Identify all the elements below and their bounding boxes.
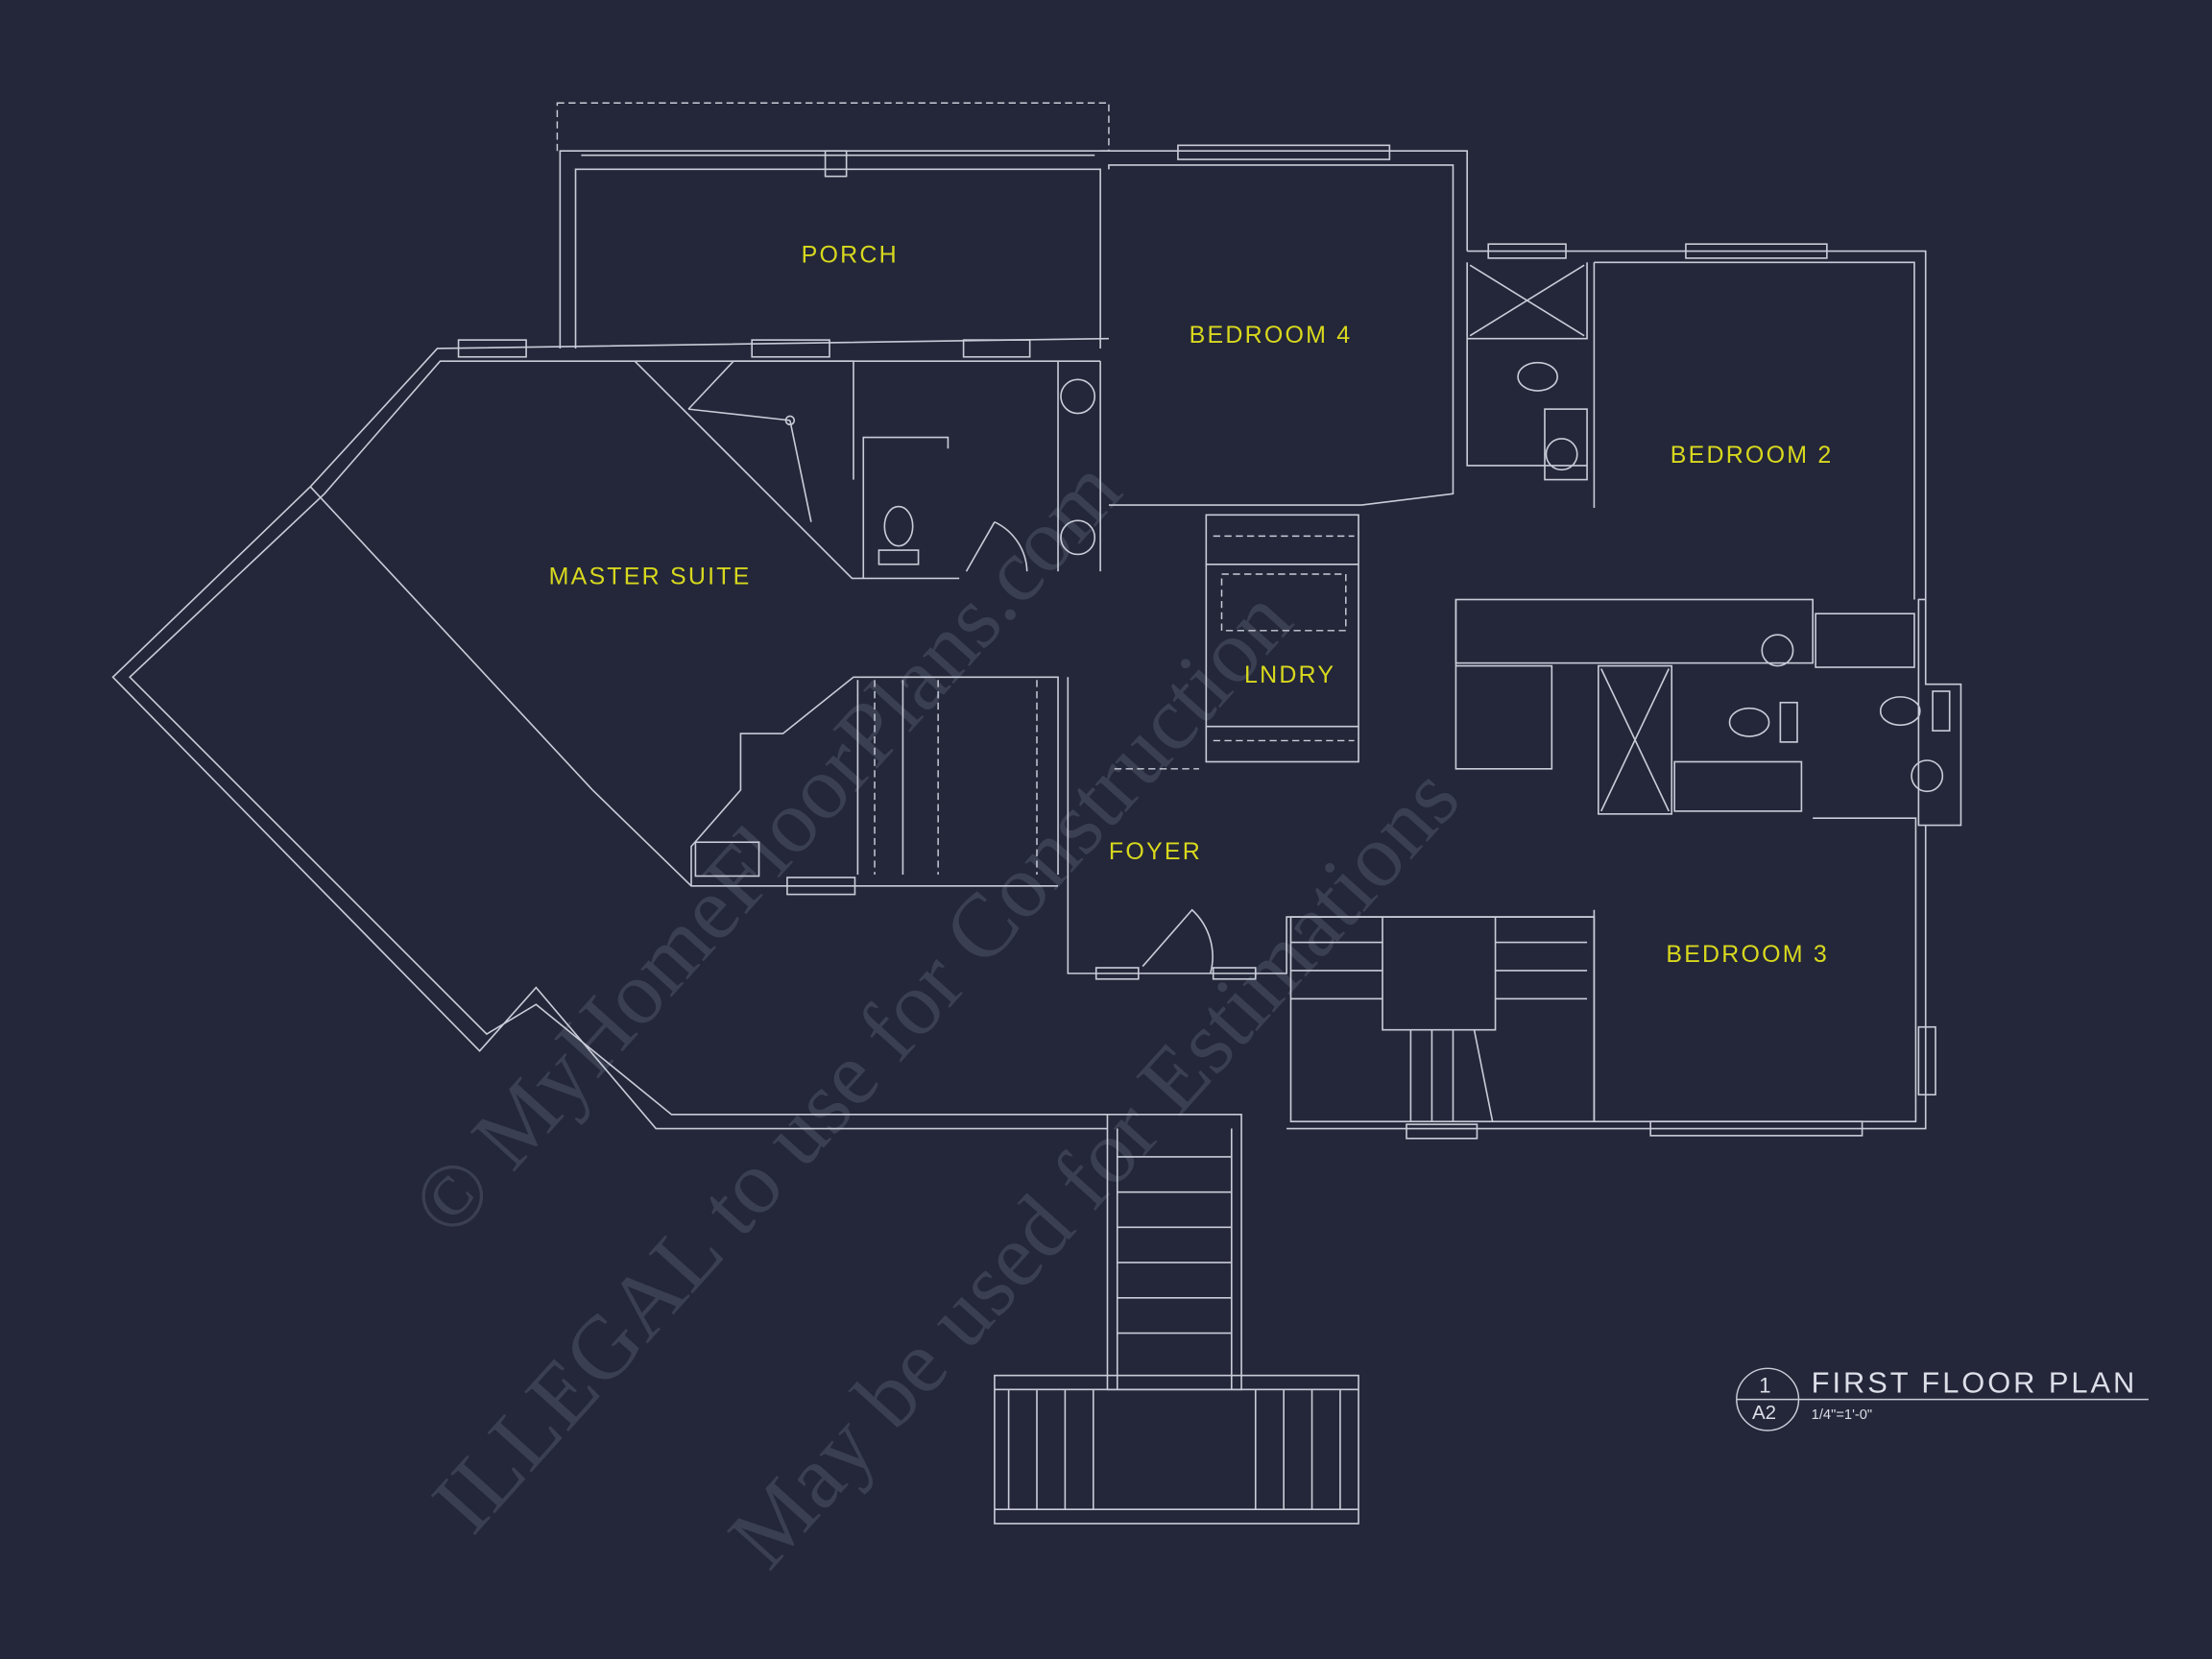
title-block: 1 A2 FIRST FLOOR PLAN 1/4"=1'-0" xyxy=(1736,1365,2149,1431)
room-label-laundry: LNDRY xyxy=(1244,661,1335,688)
room-label-porch: PORCH xyxy=(802,241,899,268)
room-label-master-suite: MASTER SUITE xyxy=(549,563,752,589)
drawing-scale: 1/4"=1'-0" xyxy=(1812,1407,1872,1423)
room-label-bedroom-3: BEDROOM 3 xyxy=(1666,941,1829,968)
drawing-title: FIRST FLOOR PLAN xyxy=(1812,1365,2138,1399)
sheet-number: A2 xyxy=(1752,1402,1776,1424)
room-label-foyer: FOYER xyxy=(1109,838,1202,865)
watermark: © MyHomeFloorPlans.com ILLEGAL to use fo… xyxy=(393,440,1479,1586)
room-label-bedroom-2: BEDROOM 2 xyxy=(1671,442,1834,469)
room-label-bedroom-4: BEDROOM 4 xyxy=(1190,322,1353,349)
detail-number: 1 xyxy=(1759,1373,1770,1397)
walls xyxy=(111,102,1962,1525)
